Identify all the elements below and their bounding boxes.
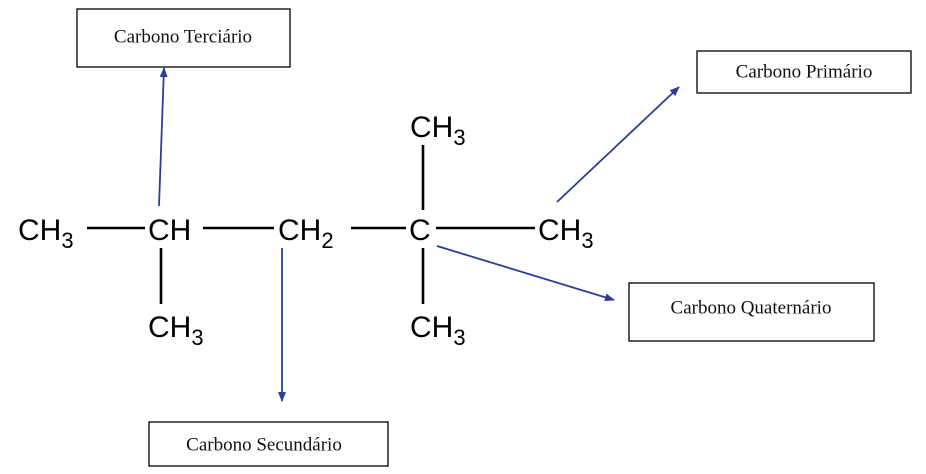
atom-ch3-left: CH3 [18,214,74,253]
atom-ch3-below-c: CH3 [410,311,466,350]
atom-ch2-secondary: CH2 [278,214,334,253]
label-box-primary: Carbono Primário [696,50,912,94]
label-quaternary: Carbono Quaternário [671,297,832,318]
atom-ch3-top: CH3 [410,111,466,150]
atom-ch3-right-primary: CH3 [538,214,594,253]
label-box-tertiary: Carbono Terciário [76,8,291,68]
atom-c-quaternary: C [409,214,431,247]
label-tertiary: Carbono Terciário [114,26,252,47]
arrow-to-primary [556,86,680,203]
arrow-to-quaternary [436,245,615,302]
atom-ch3-below-ch: CH3 [148,311,204,350]
label-secondary: Carbono Secundário [186,434,342,455]
arrow-to-tertiary [158,67,168,207]
label-primary: Carbono Primário [736,61,873,82]
label-box-secondary: Carbono Secundário [148,421,389,467]
atom-ch-tertiary: CH [148,214,191,247]
label-box-quaternary: Carbono Quaternário [628,282,875,342]
